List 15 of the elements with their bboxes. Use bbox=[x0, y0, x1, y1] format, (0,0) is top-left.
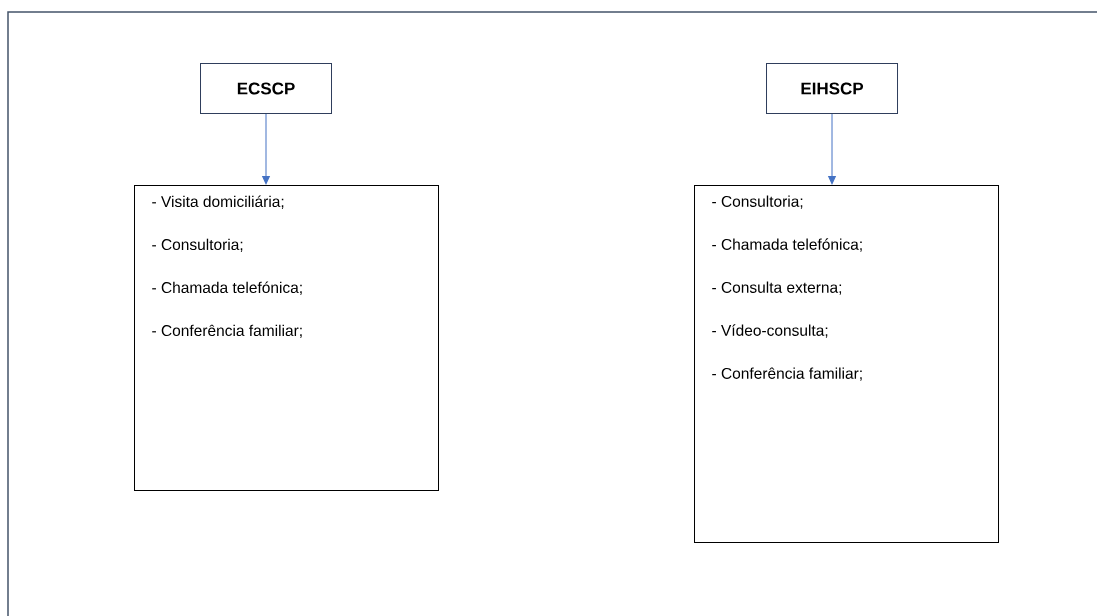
arrow bbox=[262, 113, 270, 185]
list-item: - Visita domiciliária; bbox=[152, 195, 284, 209]
list-item: - Consulta externa; bbox=[712, 281, 842, 295]
list-box bbox=[134, 185, 439, 491]
arrow bbox=[828, 113, 836, 185]
list-box bbox=[694, 185, 999, 543]
list-item: - Consultoria; bbox=[712, 195, 803, 209]
list-item: - Conferência familiar; bbox=[712, 367, 862, 381]
list-item: - Conferência familiar; bbox=[152, 324, 302, 338]
list-item: - Consultoria; bbox=[152, 238, 243, 252]
list-item: - Chamada telefónica; bbox=[712, 238, 862, 252]
title-box: ECSCP bbox=[200, 63, 332, 114]
list-item: - Vídeo-consulta; bbox=[712, 324, 828, 338]
list-item: - Chamada telefónica; bbox=[152, 281, 302, 295]
title-box: EIHSCP bbox=[766, 63, 898, 114]
